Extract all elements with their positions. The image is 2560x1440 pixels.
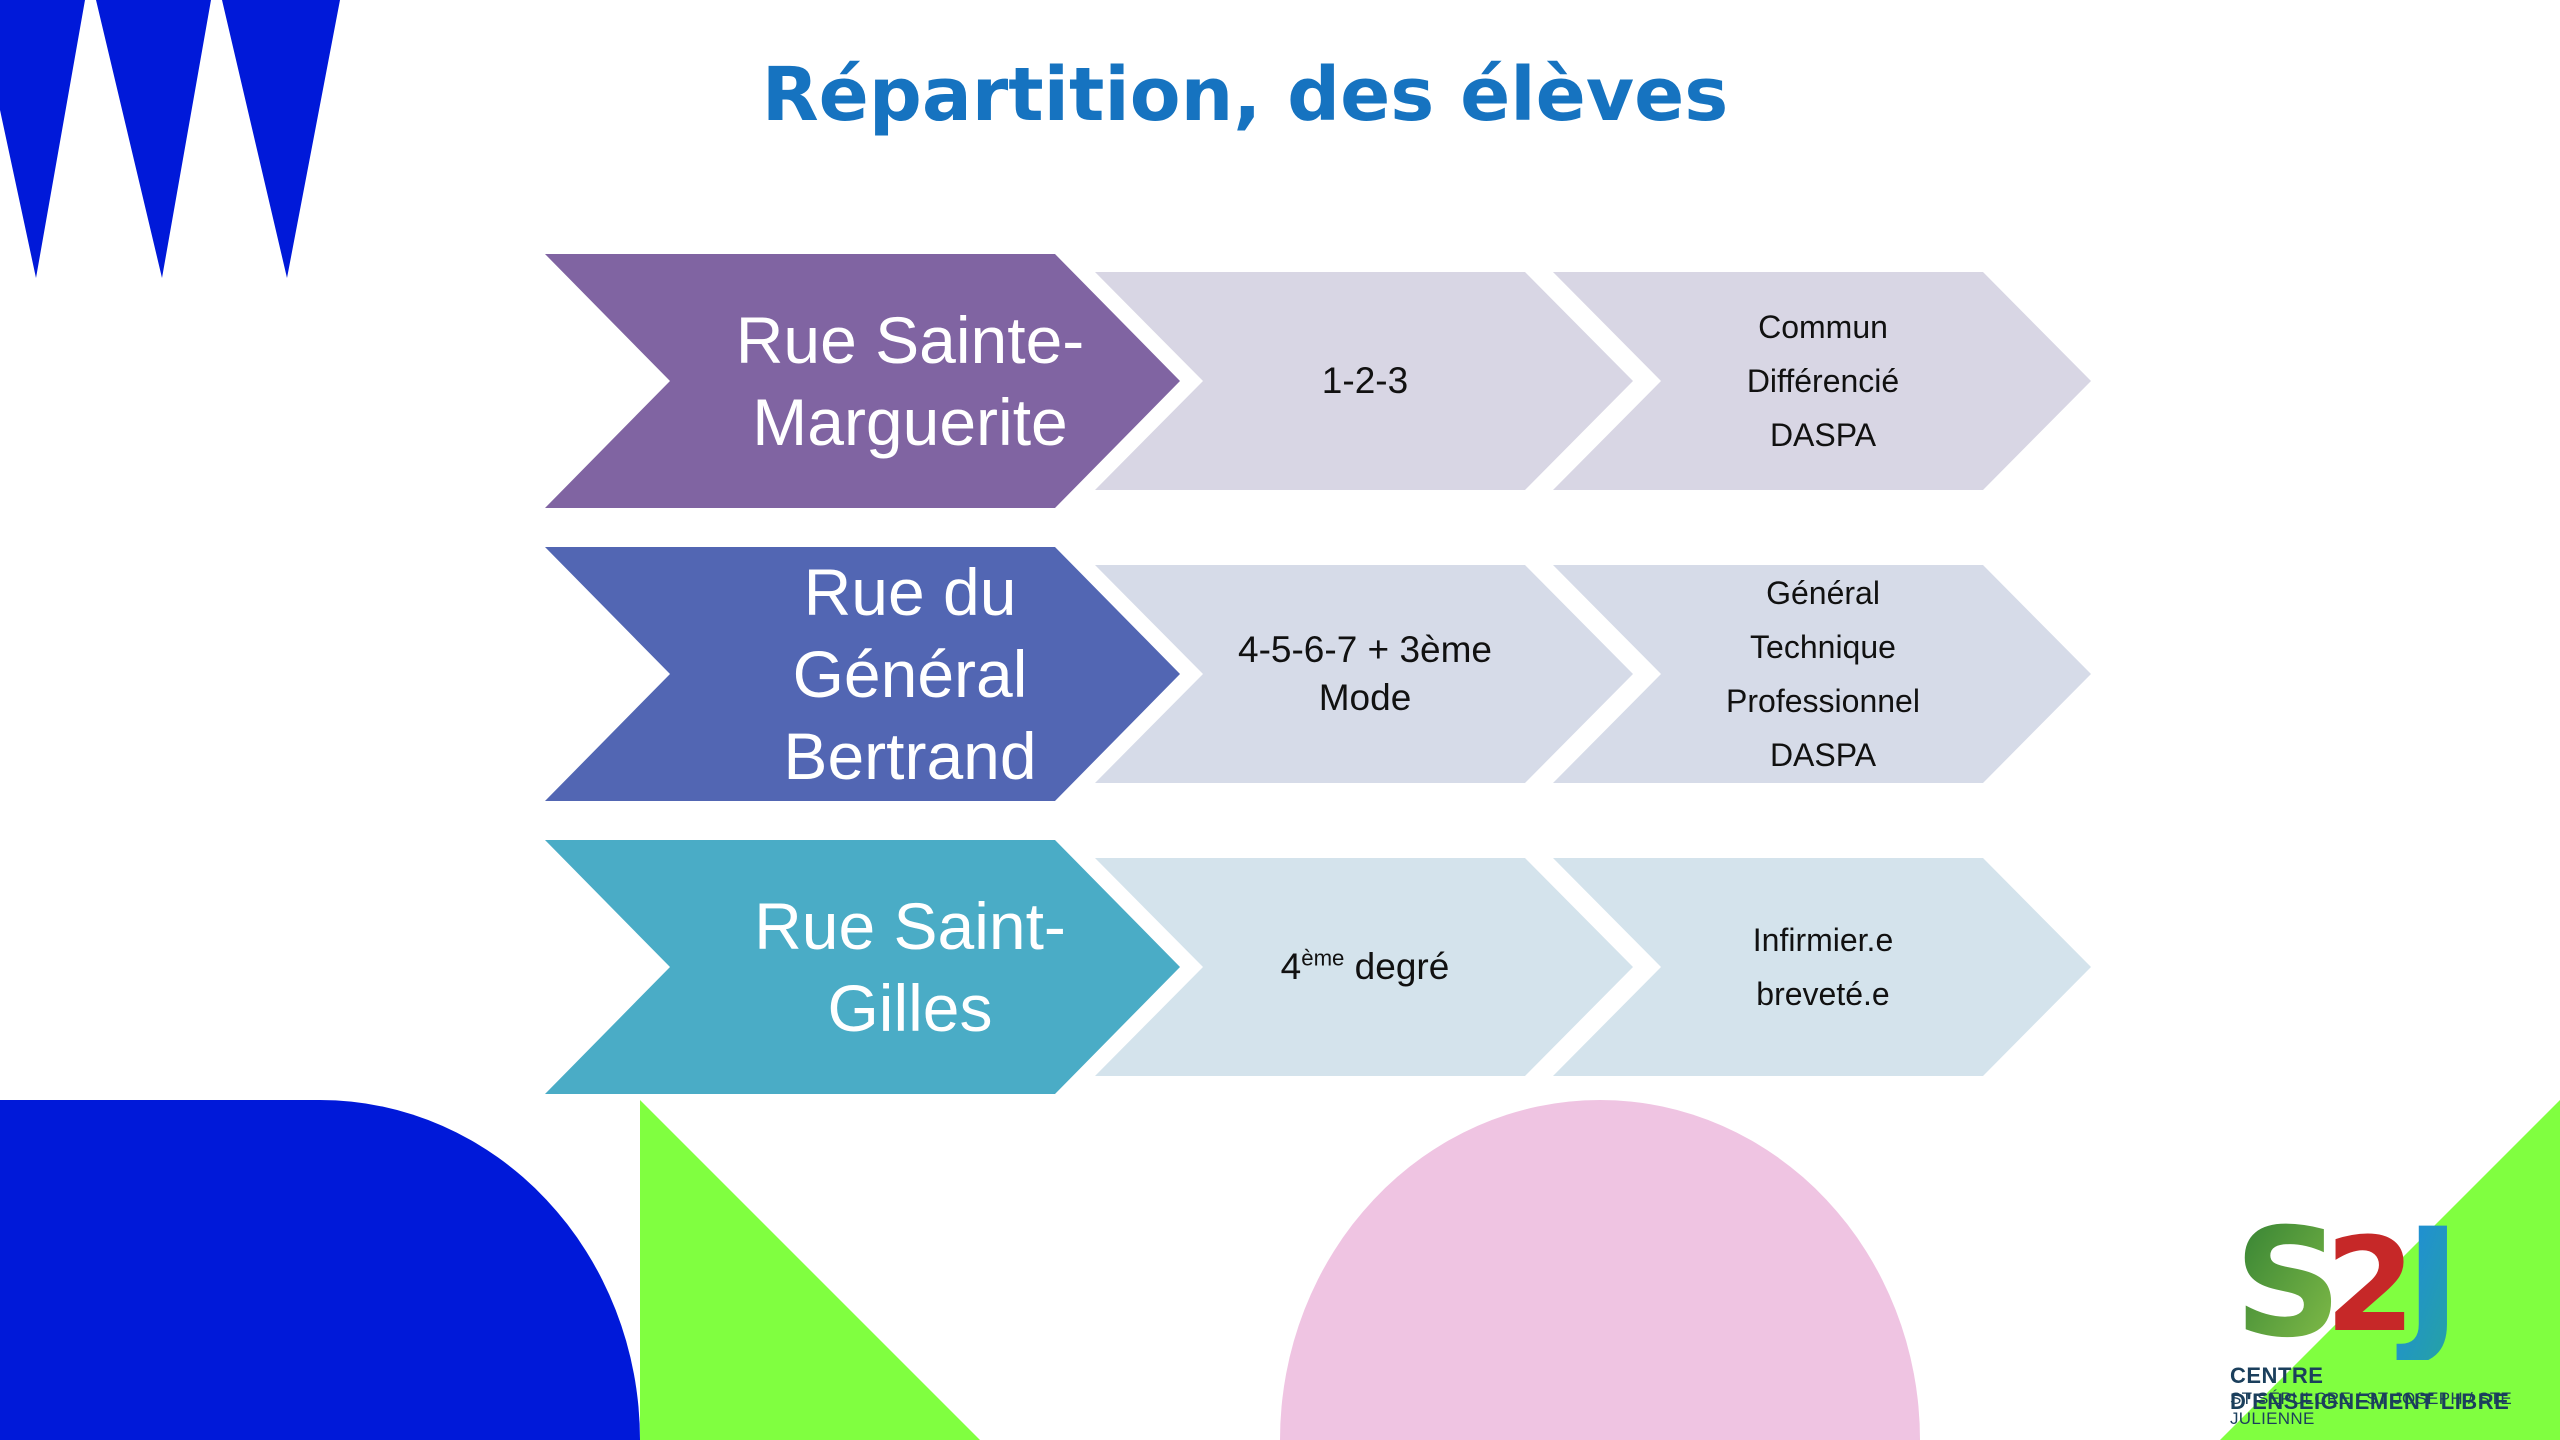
years-chevron-row3: 4ème degré xyxy=(1095,858,1635,1076)
programs-chevron-row3: Infirmier.e breveté.e xyxy=(1553,858,2093,1076)
years-suffix: ème xyxy=(1301,945,1345,971)
program-label: Technique xyxy=(1750,629,1896,665)
site-label-line: Rue Sainte- xyxy=(735,303,1085,377)
page-title: Répartition, des élèves xyxy=(761,52,1729,138)
years-chevron-row1: 1-2-3 xyxy=(1095,272,1635,490)
years-number: 4 xyxy=(1280,946,1302,987)
green-triangle-shape xyxy=(640,1100,980,1440)
svg-text:J: J xyxy=(2396,1197,2461,1360)
programs-chevron-row1: Commun Différencié DASPA xyxy=(1553,272,2093,490)
program-label: DASPA xyxy=(1769,417,1877,453)
program-label: DASPA xyxy=(1769,737,1877,773)
program-label: Différencié xyxy=(1746,363,1900,399)
site-label-line: Rue du xyxy=(803,555,1017,629)
blue-quarter-circle-shape xyxy=(0,1100,640,1440)
s2j-logo-mark: S 2 J xyxy=(2234,1197,2461,1371)
site-label-line: Bertrand xyxy=(783,719,1037,793)
site-chevron-saint-gilles: Rue Saint- Gilles xyxy=(545,840,1185,1094)
school-logo: S 2 J CENTRE D'ENSEIGNEMENT LIBRE ST SÉP… xyxy=(2230,1195,2530,1428)
site-label-line: Général xyxy=(792,637,1028,711)
program-label: Professionnel xyxy=(1726,683,1920,719)
logo-schools: ST SÉPULCRE / ST JOSEPH / STE JULIENNE xyxy=(2230,1389,2513,1428)
years-label: 4-5-6-7 + 3ème xyxy=(1238,629,1492,670)
site-label-line: Rue Saint- xyxy=(754,889,1066,963)
green-corner-triangle-shape xyxy=(2220,1100,2560,1440)
svg-text:S: S xyxy=(2234,1197,2342,1360)
years-label: 4ème degré xyxy=(1281,943,1450,991)
years-word: degré xyxy=(1344,946,1450,987)
program-label: Commun xyxy=(1758,309,1888,345)
years-label: 1-2-3 xyxy=(1321,360,1409,401)
years-chevron-row2: 4-5-6-7 + 3ème Mode xyxy=(1095,565,1635,783)
svg-text:2: 2 xyxy=(2325,1209,2415,1360)
program-label: breveté.e xyxy=(1756,976,1890,1012)
logo-subtitle: CENTRE D'ENSEIGNEMENT LIBRE xyxy=(2230,1363,2510,1414)
site-label-line: Gilles xyxy=(827,971,993,1045)
site-label-line: Marguerite xyxy=(752,385,1068,459)
programs-chevron-row2: Général Technique Professionnel DASPA xyxy=(1553,565,2093,783)
site-chevron-general-bertrand: Rue du Général Bertrand xyxy=(545,547,1185,801)
program-label: Général xyxy=(1766,575,1880,611)
years-label: Mode xyxy=(1318,677,1412,718)
program-label: Infirmier.e xyxy=(1752,922,1894,958)
site-chevron-sainte-marguerite: Rue Sainte- Marguerite xyxy=(545,254,1185,508)
pink-semicircle-shape xyxy=(1280,1100,1920,1440)
blue-zigzag-shape xyxy=(0,0,340,278)
